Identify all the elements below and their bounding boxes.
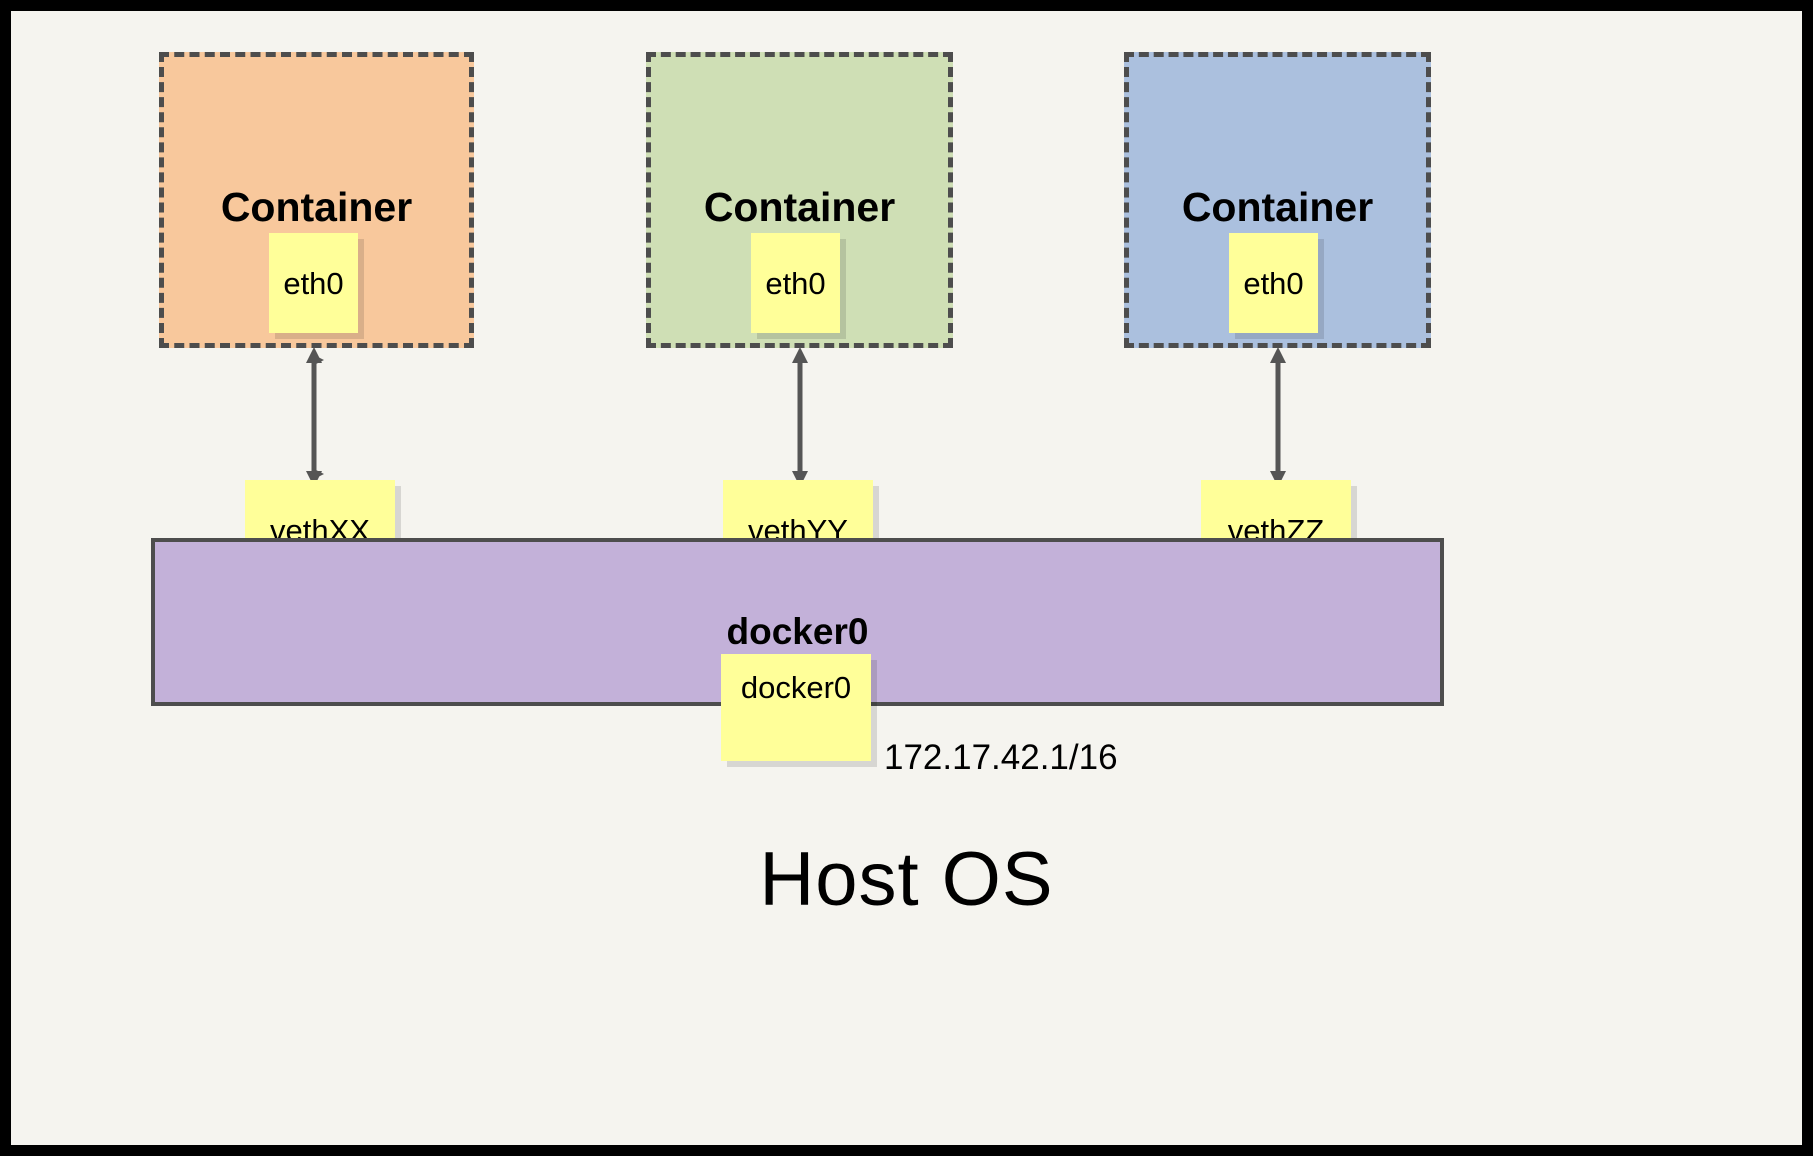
docker0-bridge-title: docker0 xyxy=(726,611,869,652)
link-arrow-2 xyxy=(792,347,808,487)
docker0-ip-label: 172.17.42.1/16 xyxy=(884,738,1118,777)
container-box-2: Container xyxy=(646,52,953,348)
host-os-label: Host OS xyxy=(759,837,1054,922)
container-title-2: Container xyxy=(703,184,896,230)
eth0-interface-3: eth0 xyxy=(1229,233,1318,333)
container-title-3: Container xyxy=(1181,184,1374,230)
container-title-1: Container xyxy=(220,184,413,230)
link-arrow-3 xyxy=(1270,347,1286,487)
docker0-interface-note: docker0 xyxy=(721,654,871,761)
eth0-interface-1: eth0 xyxy=(269,233,358,333)
link-arrow-1 xyxy=(306,347,324,487)
eth0-interface-2: eth0 xyxy=(751,233,840,333)
